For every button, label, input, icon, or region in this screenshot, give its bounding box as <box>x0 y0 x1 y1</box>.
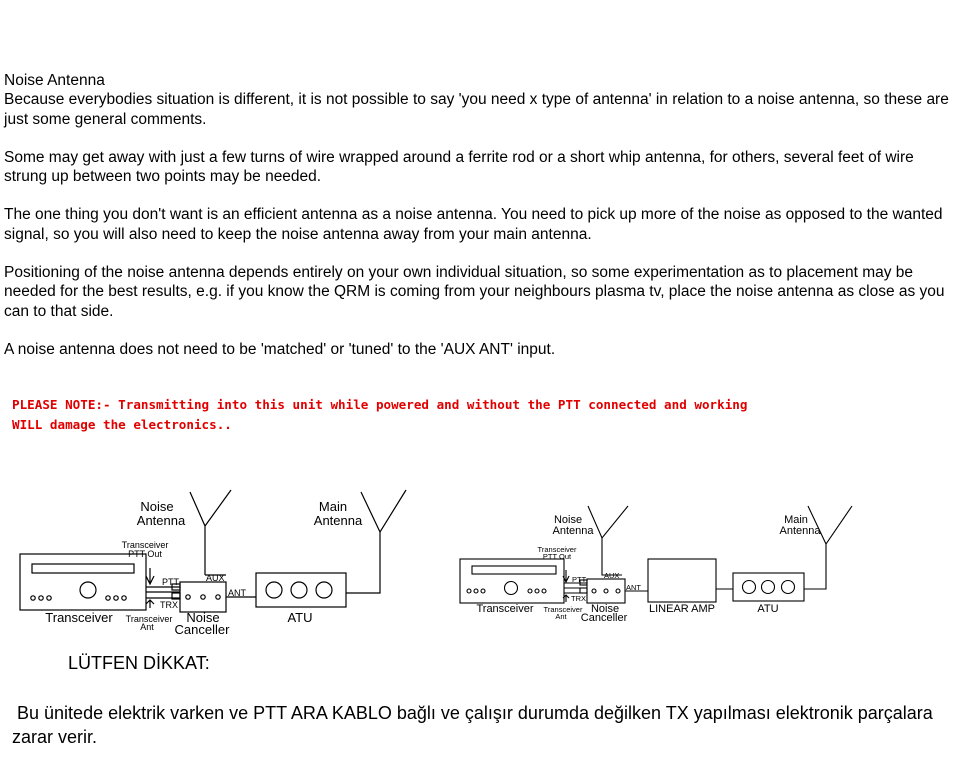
trx-label: TRX <box>571 594 586 603</box>
atu-icon <box>255 572 347 608</box>
ptt-out-label: Transceiver <box>122 540 169 550</box>
transceiver-icon <box>19 553 147 611</box>
trx-ant-label: Ant <box>140 622 154 632</box>
diagram-right-labels: Noise Antenna Main Antenna Transceiver P… <box>476 514 821 624</box>
main-antenna-label: Antenna <box>314 513 363 528</box>
main-antenna-label: Main <box>319 499 347 514</box>
ant-label: ANT <box>626 583 641 592</box>
linear-amp-icon <box>647 558 717 603</box>
connection-diagrams: Noise Antenna Main Antenna Transceiver P… <box>19 489 853 637</box>
turkish-warning-text: Bu ünitede elektrik varken ve PTT ARA KA… <box>12 701 952 749</box>
noise-canceller-icon <box>179 581 227 613</box>
diagram-left <box>19 489 407 613</box>
aux-label: AUX <box>206 573 225 583</box>
ptt-label: PTT <box>572 575 587 584</box>
ptt-out-label: PTT Out <box>128 549 162 559</box>
canceller-label: Canceller <box>175 622 231 637</box>
linear-amp-label: LINEAR AMP <box>649 603 715 615</box>
canceller-label: Canceller <box>581 612 628 624</box>
trx-ant-label: Ant <box>555 612 567 621</box>
noise-antenna-icon <box>189 489 232 575</box>
main-antenna-icon <box>804 505 853 590</box>
aux-label: AUX <box>604 571 619 580</box>
ant-label: ANT <box>228 588 247 598</box>
trx-ant-label: Transceiver <box>126 614 173 624</box>
document-body: Noise Antenna Because everybodies situat… <box>4 71 956 378</box>
atu-label: ATU <box>287 610 312 625</box>
paragraph: A noise antenna does not need to be 'mat… <box>4 340 556 358</box>
paragraph: Positioning of the noise antenna depends… <box>4 264 945 320</box>
main-antenna-icon <box>346 489 407 594</box>
ptt-out-label: PTT Out <box>543 552 572 561</box>
canceller-label: Noise <box>186 610 219 625</box>
paragraph: Some may get away with just a few turns … <box>4 148 914 186</box>
noise-antenna-icon <box>587 505 629 576</box>
noise-antenna-label: Antenna <box>137 513 186 528</box>
noise-antenna-label: Noise <box>554 514 582 526</box>
atu-icon <box>732 572 805 602</box>
page-title: Noise Antenna <box>4 72 105 89</box>
ptt-label: PTT <box>162 577 180 587</box>
warning-note: PLEASE NOTE:- Transmitting into this uni… <box>12 397 748 432</box>
main-antenna-label: Main <box>784 514 808 526</box>
transceiver-label: Transceiver <box>476 603 533 615</box>
diagram-left-labels: Noise Antenna Main Antenna Transceiver P… <box>45 499 363 637</box>
turkish-warning-heading: LÜTFEN DİKKAT: <box>68 653 210 673</box>
paragraph: Because everybodies situation is differe… <box>4 91 949 128</box>
atu-label: ATU <box>757 603 778 615</box>
transceiver-icon <box>459 558 565 604</box>
noise-antenna-label: Noise <box>140 499 173 514</box>
paragraph: The one thing you don't want is an effic… <box>4 206 943 243</box>
trx-ant-label: Transceiver <box>544 605 583 614</box>
diagram-right <box>459 505 853 604</box>
canceller-label: Noise <box>591 603 619 615</box>
noise-canceller-icon <box>586 578 626 604</box>
transceiver-label: Transceiver <box>45 610 113 625</box>
trx-label: TRX <box>160 600 178 610</box>
noise-antenna-label: Antenna <box>553 525 595 537</box>
main-antenna-label: Antenna <box>780 525 822 537</box>
ptt-out-label: Transceiver <box>538 545 577 554</box>
turkish-warning-body: Bu ünitede elektrik varken ve PTT ARA KA… <box>12 703 933 747</box>
